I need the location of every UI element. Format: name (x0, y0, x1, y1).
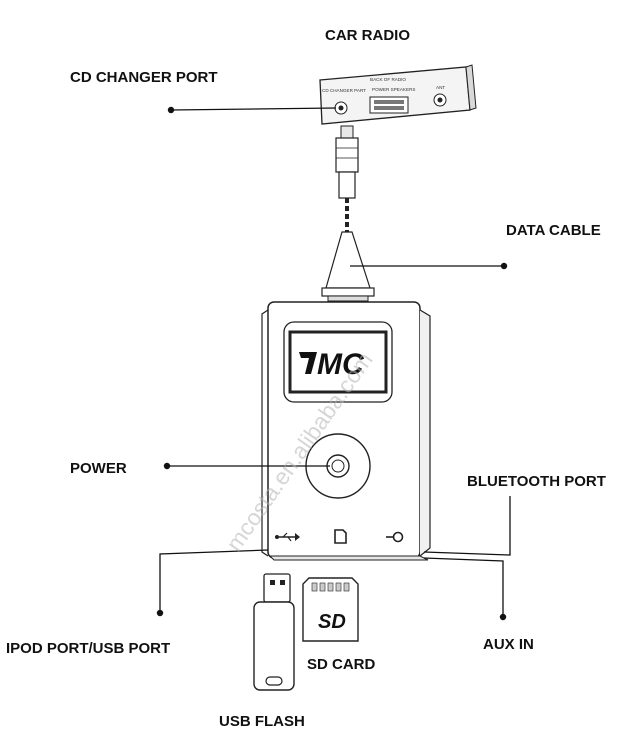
usb-port-icon (275, 532, 300, 542)
leader-aux-in (423, 557, 504, 617)
leader-ipod-usb-port (159, 549, 269, 613)
label-bluetooth-port: BLUETOOTH PORT (467, 473, 606, 490)
label-aux-in: AUX IN (483, 636, 534, 653)
radio-plug-body (335, 137, 359, 173)
leader-lines (159, 107, 511, 617)
device-plug-collar (321, 287, 375, 297)
brand-logo-text: MC (317, 348, 365, 381)
sd-card: SD (302, 577, 359, 642)
radio-panel-title: BACK OF RADIO (370, 77, 406, 82)
device-plug-base (327, 295, 369, 302)
device-bottom-edge (268, 555, 429, 561)
radio-power-speakers-label: POWER SPEAKERS (372, 87, 415, 92)
usb-drive-body (253, 601, 295, 691)
device-left-edge (261, 309, 269, 557)
plug-strain-relief (338, 171, 356, 199)
display-screen (288, 330, 388, 394)
device-right-edge (419, 309, 431, 557)
leader-dots (156, 106, 508, 621)
ant-socket-icon (433, 93, 447, 107)
label-power: POWER (70, 460, 127, 477)
dot-ipod-usb-port (156, 609, 164, 617)
label-ipod-usb-port: IPOD PORT/USB PORT (6, 640, 170, 657)
dot-data-cable (500, 262, 508, 270)
dot-power (163, 462, 171, 470)
brand-logo: MC (299, 348, 365, 381)
sd-slot-icon (334, 529, 347, 544)
aux-jack-icon (386, 531, 404, 543)
data-cable (321, 125, 375, 302)
radio-ant-label: ANT (436, 85, 445, 90)
radio-side-face (465, 64, 477, 111)
car-radio-unit: BACK OF RADIO CD CHANGER PART POWER SPEA… (319, 64, 477, 125)
radio-plug-tip (340, 125, 354, 139)
mp3-interface-device: MC (261, 301, 431, 561)
label-car-radio: CAR RADIO (325, 27, 410, 44)
label-usb-flash: USB FLASH (219, 713, 305, 730)
dot-aux-in (499, 613, 507, 621)
device-plug-boot (325, 231, 371, 289)
logo-glyph-icon (299, 352, 317, 374)
label-cd-changer-port: CD CHANGER PORT (70, 69, 218, 86)
power-button (305, 433, 371, 499)
sd-card-body (302, 577, 359, 642)
label-sd-card: SD CARD (307, 656, 376, 673)
usb-lanyard-hole (265, 676, 283, 686)
radio-back-panel (319, 66, 471, 125)
dot-cd-changer-port (167, 106, 175, 114)
radio-cd-port-label: CD CHANGER PART (322, 88, 366, 93)
usb-plug-connector (263, 573, 291, 603)
sd-logo: SD (318, 611, 346, 633)
usb-flash-drive (253, 573, 295, 691)
leader-cd-changer-port (170, 107, 337, 111)
cd-changer-socket-icon (334, 101, 348, 115)
power-speakers-connector-icon (369, 96, 409, 114)
leader-bluetooth-port (423, 496, 511, 556)
label-data-cable: DATA CABLE (506, 222, 601, 239)
